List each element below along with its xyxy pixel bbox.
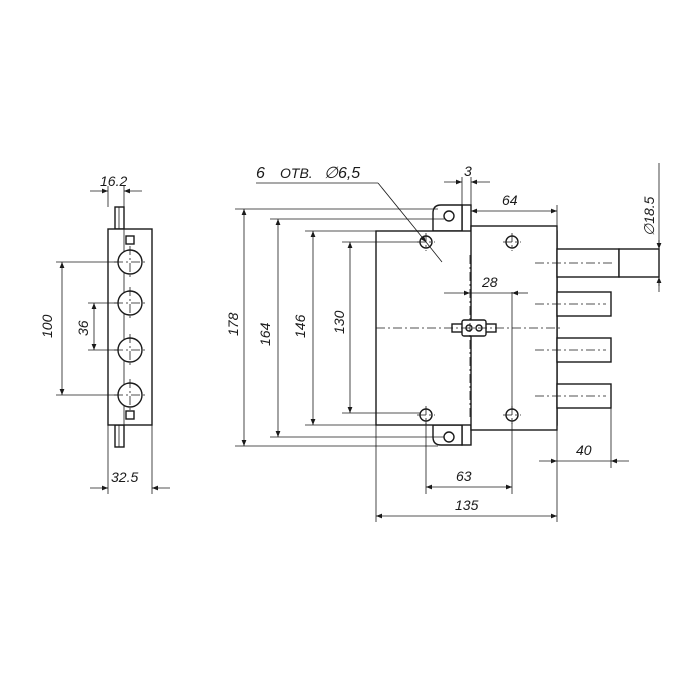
- bottom-ear: [432, 424, 463, 446]
- dim-bolt-offset: 64: [470, 192, 558, 226]
- side-top-square: [125, 235, 135, 245]
- holes-note: 6 ОТВ. ∅6,5: [256, 165, 443, 263]
- holes-abbr: ОТВ.: [280, 165, 313, 181]
- dim-label-130: 130: [331, 310, 347, 334]
- side-bolt-3: [114, 334, 146, 366]
- top-ear: [432, 204, 463, 232]
- holes-count: 6: [256, 165, 265, 182]
- dim-height-178: 178: [225, 208, 438, 447]
- dim-label-diameter-18-5: ∅18.5: [641, 196, 657, 236]
- dim-label-3: 3: [464, 163, 472, 179]
- dim-label-36: 36: [75, 320, 91, 336]
- dim-height-146: 146: [292, 230, 376, 426]
- dim-height-164: 164: [257, 218, 444, 438]
- dim-body-width: 135: [375, 425, 558, 522]
- front-view: 6 ОТВ. ∅6,5 178 164 146: [225, 163, 662, 522]
- holes-diameter: ∅6,5: [324, 165, 360, 182]
- dim-key-offset: 28: [444, 274, 528, 410]
- dim-label-32-5: 32.5: [111, 469, 138, 485]
- dim-hole-spacing: 63: [425, 421, 513, 494]
- dim-bolt-diameter: ∅18.5: [641, 163, 662, 292]
- dim-label-164: 164: [257, 322, 273, 346]
- dim-bolt-gap: 3: [444, 163, 490, 205]
- dim-label-100: 100: [39, 314, 55, 338]
- side-top-tab: [114, 206, 125, 230]
- dim-label-146: 146: [292, 314, 308, 338]
- dim-pitch-outer: 100: [39, 261, 118, 396]
- side-bottom-square: [125, 410, 135, 420]
- dim-label-63: 63: [456, 468, 472, 484]
- dim-label-16-2: 16.2: [100, 173, 127, 189]
- dim-label-64: 64: [502, 192, 518, 208]
- dim-label-178: 178: [225, 312, 241, 336]
- dim-height-130: 130: [331, 241, 420, 414]
- ear-hole-top: [443, 210, 455, 222]
- dim-side-width-top: 16.2: [90, 173, 142, 207]
- side-bottom-tab: [114, 424, 125, 448]
- side-view: 16.2 100 36 32.5: [39, 173, 170, 494]
- dim-label-40: 40: [576, 442, 592, 458]
- dim-side-width-bottom: 32.5: [90, 425, 170, 494]
- side-bolt-1: [114, 246, 146, 278]
- dim-label-135: 135: [455, 497, 479, 513]
- dim-bolt-projection: 40: [539, 408, 629, 468]
- dim-label-28: 28: [481, 274, 498, 290]
- dim-pitch-inner: 36: [75, 302, 118, 351]
